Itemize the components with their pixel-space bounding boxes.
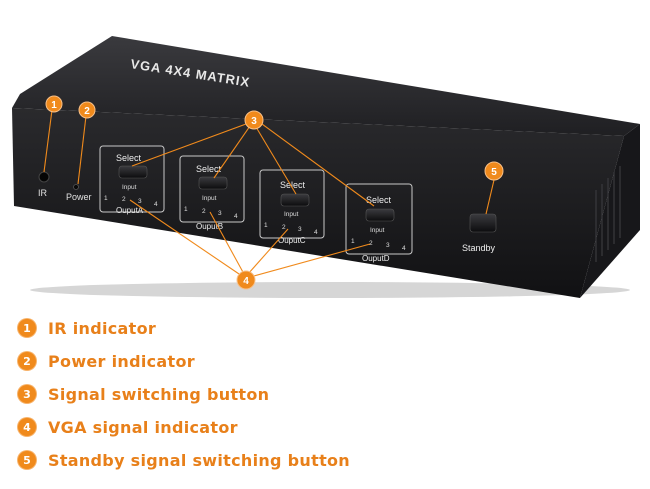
port-number: 1 bbox=[351, 238, 355, 245]
device-front-panel bbox=[12, 108, 624, 298]
port-number: 4 bbox=[234, 213, 238, 220]
legend-label: VGA signal indicator bbox=[48, 417, 238, 437]
standby-button[interactable] bbox=[469, 213, 497, 233]
port-number: 3 bbox=[386, 242, 390, 249]
select-label: Select bbox=[280, 180, 306, 190]
output-panel bbox=[345, 183, 413, 255]
port-number: 1 bbox=[184, 206, 188, 213]
device-side-panel bbox=[580, 124, 640, 298]
port-number: 1 bbox=[104, 195, 108, 202]
callout-badge-5: 5 bbox=[484, 161, 504, 181]
port-number: 3 bbox=[218, 210, 222, 217]
output-label: OuputD bbox=[362, 254, 390, 263]
callout-badge-4: 4 bbox=[236, 270, 256, 290]
callout-badge-2: 2 bbox=[78, 101, 96, 119]
input-label: Input bbox=[202, 195, 217, 202]
ir-sensor bbox=[38, 171, 50, 183]
device-diagram: VGA 4X4 MATRIX IR Power Select Input 1 2… bbox=[12, 36, 640, 298]
legend-label: Standby signal switching button bbox=[48, 450, 351, 470]
legend-item-signal-switching: 3 Signal switching button bbox=[18, 378, 638, 410]
select-button-b[interactable] bbox=[198, 176, 228, 190]
port-number: 3 bbox=[298, 226, 302, 233]
output-label: OuputC bbox=[278, 236, 306, 245]
select-label: Select bbox=[116, 153, 142, 163]
port-number: 2 bbox=[282, 224, 286, 231]
output-panel bbox=[259, 169, 325, 239]
output-label: OuputB bbox=[196, 222, 223, 231]
select-button-a[interactable] bbox=[118, 165, 148, 179]
ir-label: IR bbox=[38, 188, 48, 198]
output-panel bbox=[99, 145, 165, 213]
callout-lines bbox=[43, 109, 495, 277]
power-label: Power bbox=[66, 192, 92, 202]
select-label: Select bbox=[196, 164, 222, 174]
svg-text:2: 2 bbox=[84, 106, 90, 117]
select-label: Select bbox=[366, 195, 392, 205]
svg-text:1: 1 bbox=[51, 100, 57, 111]
select-button-c[interactable] bbox=[280, 193, 310, 207]
standby-label: Standby bbox=[462, 243, 496, 253]
legend-item-standby: 5 Standby signal switching button bbox=[18, 444, 638, 476]
svg-text:3: 3 bbox=[251, 116, 257, 127]
number-badge: 3 bbox=[18, 385, 36, 403]
legend: 1 IR indicator 2 Power indicator 3 Signa… bbox=[18, 312, 638, 477]
device-shadow bbox=[30, 282, 630, 298]
input-label: Input bbox=[370, 227, 385, 234]
device-top-surface bbox=[12, 36, 640, 136]
output-group-d: Select Input 1 2 3 4 OuputD bbox=[345, 183, 413, 263]
number-badge: 4 bbox=[18, 418, 36, 436]
svg-text:4: 4 bbox=[243, 276, 249, 287]
output-group-c: Select Input 1 2 3 4 OuputC bbox=[259, 169, 325, 245]
input-label: Input bbox=[122, 184, 137, 191]
legend-item-power: 2 Power indicator bbox=[18, 345, 638, 377]
output-group-a: Select Input 1 2 3 4 OuputA bbox=[99, 145, 165, 215]
port-number: 3 bbox=[138, 198, 142, 205]
port-number: 4 bbox=[154, 201, 158, 208]
callout-badge-1: 1 bbox=[45, 95, 63, 113]
number-badge: 2 bbox=[18, 352, 36, 370]
port-number: 2 bbox=[202, 208, 206, 215]
output-label: OuputA bbox=[116, 206, 144, 215]
port-number: 4 bbox=[314, 229, 318, 236]
legend-label: Power indicator bbox=[48, 351, 195, 371]
legend-item-vga-indicator: 4 VGA signal indicator bbox=[18, 411, 638, 443]
legend-item-ir: 1 IR indicator bbox=[18, 312, 638, 344]
input-label: Input bbox=[284, 211, 299, 218]
power-led bbox=[73, 184, 79, 190]
number-badge: 5 bbox=[18, 451, 36, 469]
side-vents bbox=[595, 166, 621, 262]
legend-label: IR indicator bbox=[48, 318, 157, 338]
legend-label: Signal switching button bbox=[48, 384, 270, 404]
output-panel bbox=[179, 155, 245, 223]
output-group-b: Select Input 1 2 3 4 OuputB bbox=[179, 155, 245, 231]
port-number: 2 bbox=[369, 240, 373, 247]
callout-badge-3: 3 bbox=[244, 110, 264, 130]
port-number: 4 bbox=[402, 245, 406, 252]
port-number: 2 bbox=[122, 196, 126, 203]
select-button-d[interactable] bbox=[365, 208, 395, 222]
svg-text:5: 5 bbox=[491, 167, 497, 178]
port-number: 1 bbox=[264, 222, 268, 229]
number-badge: 1 bbox=[18, 319, 36, 337]
